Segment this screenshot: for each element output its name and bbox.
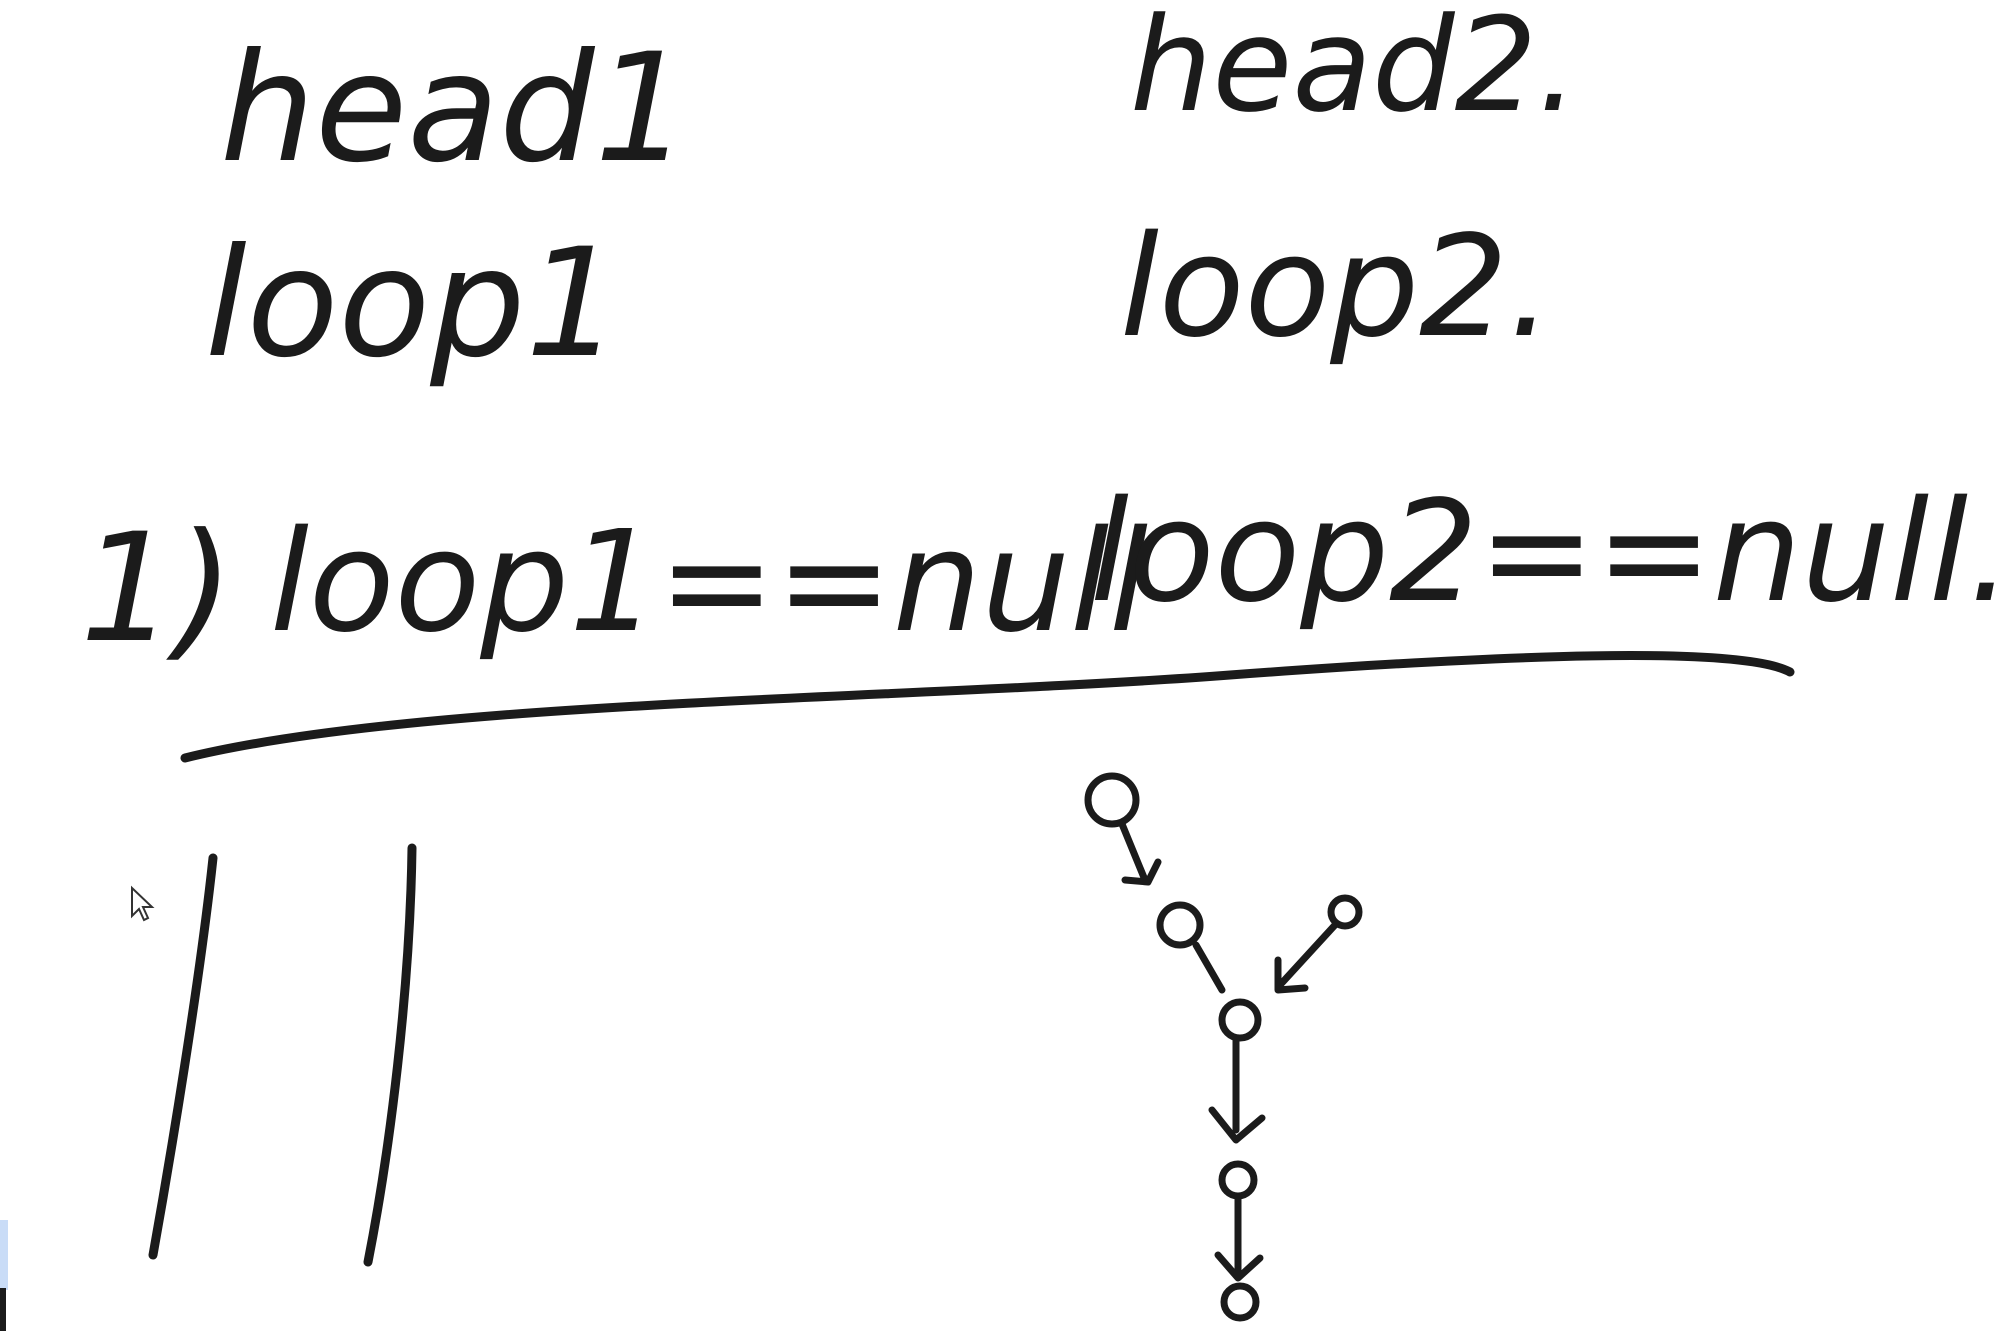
- list-line-left: [148, 853, 218, 1260]
- list-node: [1218, 998, 1262, 1042]
- list-arrow: [1118, 820, 1162, 886]
- left-edge-highlight: [0, 1220, 8, 1290]
- label-loop1: loop1: [205, 217, 621, 391]
- list-node: [1218, 1160, 1258, 1200]
- list-arrow: [1192, 941, 1226, 994]
- list-arrow: [1208, 1036, 1266, 1144]
- label-loop2: loop2.: [1120, 206, 1553, 369]
- list-node: [1220, 1282, 1260, 1322]
- list-line-right: [363, 843, 417, 1267]
- left-edge-bar: [0, 1288, 6, 1331]
- condition-loop2-null: loop2==null.: [1090, 471, 2008, 634]
- mouse-pointer-icon: [131, 885, 155, 922]
- label-head2: head2.: [1130, 0, 1579, 141]
- list-node: [1084, 772, 1140, 828]
- condition-loop1-null: loop1==null: [270, 501, 1148, 664]
- list-arrow: [1214, 1194, 1264, 1282]
- list-arrow: [1274, 921, 1339, 994]
- list-node: [1156, 901, 1204, 949]
- label-head1: head1: [220, 22, 690, 196]
- divider-line: [180, 651, 1795, 763]
- list-node: [1327, 894, 1363, 930]
- y-shaped-linked-list: [1084, 772, 1363, 1322]
- case-number: 1): [80, 502, 234, 676]
